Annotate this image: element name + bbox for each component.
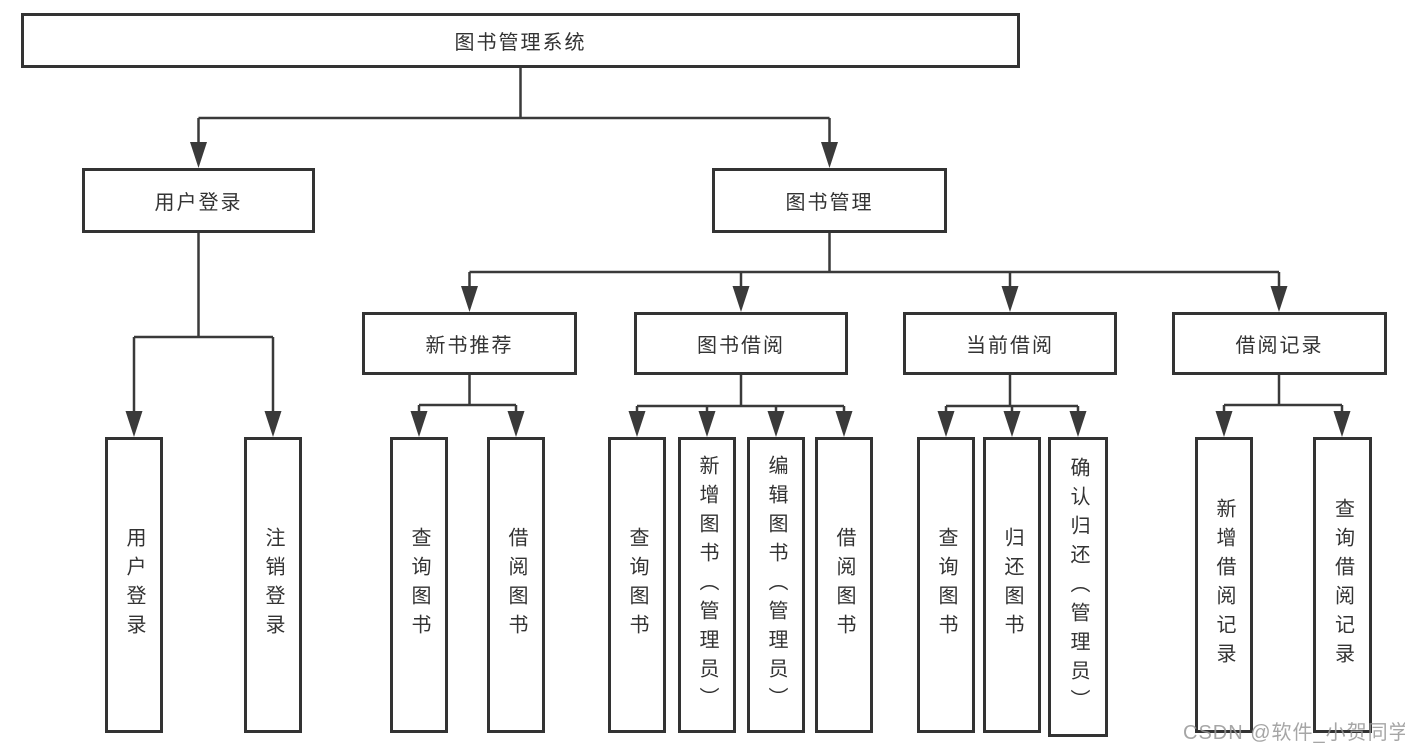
node-borrow-record: 借阅记录 bbox=[1172, 312, 1387, 375]
leaf-cb-confirm-label: 确认归还（管理员） bbox=[1067, 456, 1089, 718]
leaf-bb-add: 新增图书（管理员） bbox=[678, 437, 736, 733]
leaf-bb-query: 查询图书 bbox=[608, 437, 666, 733]
leaf-bb-query-label: 查询图书 bbox=[626, 527, 648, 643]
leaf-cb-return-label: 归还图书 bbox=[1001, 527, 1023, 643]
node-new-book-rec: 新书推荐 bbox=[362, 312, 577, 375]
node-current-borrow-label: 当前借阅 bbox=[966, 335, 1054, 357]
leaf-bb-borrow-label: 借阅图书 bbox=[833, 527, 855, 643]
leaf-bb-borrow: 借阅图书 bbox=[815, 437, 873, 733]
leaf-bb-edit: 编辑图书（管理员） bbox=[747, 437, 805, 733]
node-current-borrow: 当前借阅 bbox=[903, 312, 1117, 375]
leaf-nb-query: 查询图书 bbox=[390, 437, 448, 733]
node-borrow-record-label: 借阅记录 bbox=[1235, 335, 1324, 357]
node-root: 图书管理系统 bbox=[21, 13, 1020, 68]
leaf-logout-label: 注销登录 bbox=[262, 527, 284, 643]
leaf-logout: 注销登录 bbox=[244, 437, 302, 733]
node-user-login: 用户登录 bbox=[82, 168, 315, 233]
node-root-label: 图书管理系统 bbox=[454, 32, 587, 54]
leaf-br-add: 新增借阅记录 bbox=[1195, 437, 1253, 733]
node-book-borrow: 图书借阅 bbox=[634, 312, 848, 375]
node-book-mgmt: 图书管理 bbox=[712, 168, 947, 233]
leaf-bb-edit-label: 编辑图书（管理员） bbox=[765, 454, 787, 716]
watermark: CSDN @软件_小贺同学 bbox=[1183, 722, 1405, 744]
leaf-br-query-label: 查询借阅记录 bbox=[1331, 498, 1354, 672]
node-book-borrow-label: 图书借阅 bbox=[697, 335, 785, 357]
leaf-cb-query: 查询图书 bbox=[917, 437, 975, 733]
leaf-cb-query-label: 查询图书 bbox=[935, 527, 957, 643]
node-book-mgmt-label: 图书管理 bbox=[785, 192, 874, 214]
leaf-nb-borrow: 借阅图书 bbox=[487, 437, 545, 733]
node-new-book-rec-label: 新书推荐 bbox=[425, 335, 514, 357]
leaf-login-label: 用户登录 bbox=[123, 527, 145, 643]
leaf-cb-confirm: 确认归还（管理员） bbox=[1048, 437, 1108, 737]
leaf-nb-query-label: 查询图书 bbox=[408, 527, 430, 643]
leaf-bb-add-label: 新增图书（管理员） bbox=[696, 454, 718, 716]
node-user-login-label: 用户登录 bbox=[154, 192, 243, 214]
leaf-cb-return: 归还图书 bbox=[983, 437, 1041, 733]
leaf-login: 用户登录 bbox=[105, 437, 163, 733]
leaf-br-query: 查询借阅记录 bbox=[1313, 437, 1372, 733]
leaf-nb-borrow-label: 借阅图书 bbox=[505, 527, 527, 643]
leaf-br-add-label: 新增借阅记录 bbox=[1213, 498, 1235, 672]
